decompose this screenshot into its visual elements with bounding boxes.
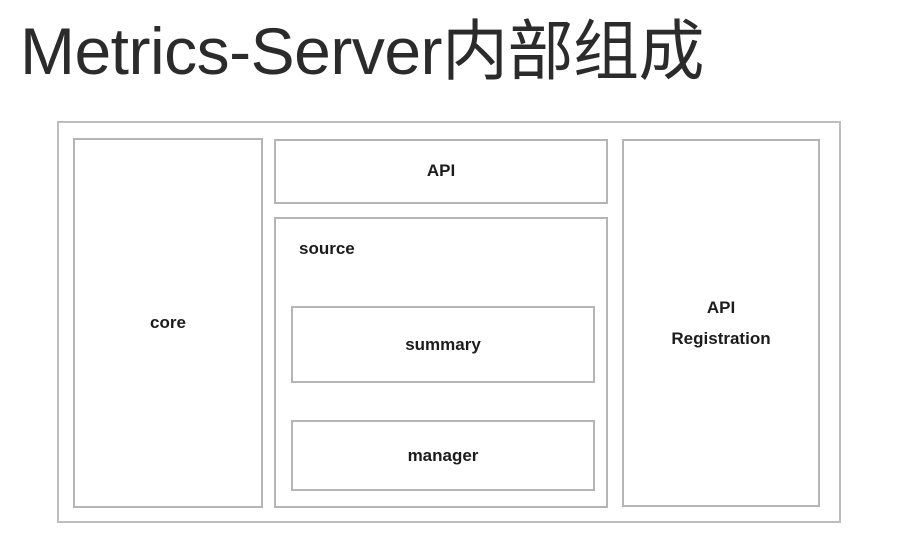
page-title: Metrics-Server内部组成 bbox=[20, 14, 705, 88]
block-manager-label: manager bbox=[407, 446, 479, 465]
block-api-label: API bbox=[426, 161, 456, 180]
block-source-label: source bbox=[299, 239, 355, 258]
block-api[interactable] bbox=[274, 139, 608, 204]
block-summary[interactable] bbox=[291, 306, 595, 383]
block-core-label: core bbox=[150, 313, 186, 332]
block-api-registration-label: API Registration bbox=[671, 298, 771, 348]
block-summary-label: summary bbox=[405, 335, 481, 354]
block-core[interactable] bbox=[73, 138, 263, 508]
block-api-registration[interactable] bbox=[622, 139, 820, 507]
block-manager[interactable] bbox=[291, 420, 595, 491]
